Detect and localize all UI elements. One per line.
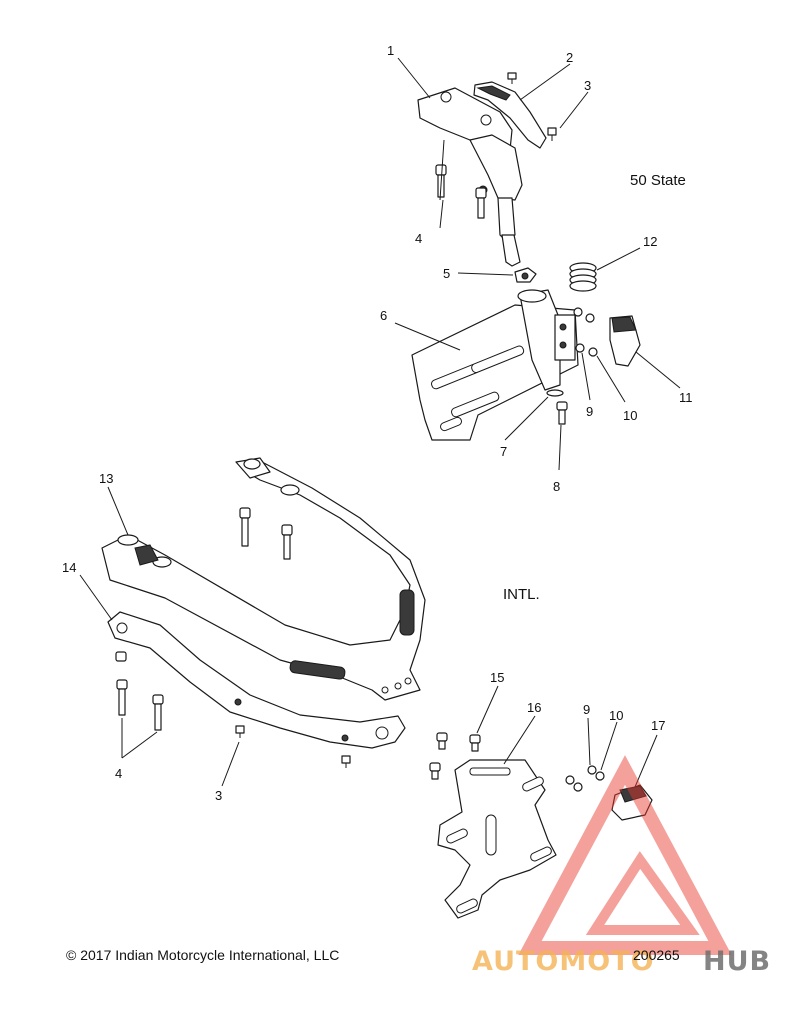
part-12-spring xyxy=(569,262,597,292)
callout-1: 1 xyxy=(387,43,394,58)
watermark-text-auto-moto: AUTOMOTO xyxy=(472,946,655,977)
callout-5: 5 xyxy=(443,266,450,281)
part-13-rear-frame xyxy=(101,457,426,701)
part-9-10-washers-lower xyxy=(565,765,605,792)
part-6-license-bracket xyxy=(411,289,579,441)
part-13-bolts xyxy=(239,507,293,560)
callout-17: 17 xyxy=(651,718,665,733)
part-5-nut xyxy=(514,267,537,283)
fifty-state-assembly xyxy=(411,72,641,441)
part-7-washer xyxy=(546,389,564,397)
callout-8: 8 xyxy=(553,479,560,494)
part-15-bolts xyxy=(429,732,481,780)
part-16-license-bracket-intl xyxy=(437,759,557,919)
part-14-lower-rail xyxy=(107,611,406,749)
callout-4: 4 xyxy=(415,231,422,246)
part-4-bolts xyxy=(435,164,487,219)
callout-2: 2 xyxy=(566,50,573,65)
watermark-logo: AUTOMOTO HUB xyxy=(472,755,771,977)
part-4-lower-bolts xyxy=(115,651,164,731)
callout-numbers: 1 2 3 4 5 6 7 8 9 10 11 12 13 14 4 3 15 … xyxy=(62,43,693,803)
callout-16: 16 xyxy=(527,700,541,715)
part-11-reflector xyxy=(609,315,641,367)
callout-9-lower: 9 xyxy=(583,702,590,717)
callout-7: 7 xyxy=(500,444,507,459)
callout-10: 10 xyxy=(623,408,637,423)
section-label-intl: INTL. xyxy=(503,586,540,603)
diagram-number: 200265 xyxy=(633,947,680,963)
part-2-bracket xyxy=(473,81,547,149)
callout-12: 12 xyxy=(643,234,657,249)
watermark-text-hub: HUB xyxy=(703,946,771,977)
callout-11: 11 xyxy=(679,390,693,405)
callout-10-lower: 10 xyxy=(609,708,623,723)
part-17-reflector xyxy=(611,784,653,821)
part-bolt-small xyxy=(507,72,517,84)
callout-13: 13 xyxy=(99,471,113,486)
section-label-50-state: 50 State xyxy=(630,172,686,189)
callout-3-lower: 3 xyxy=(215,788,222,803)
callout-3: 3 xyxy=(584,78,591,93)
part-3-lower-screws xyxy=(235,725,351,768)
part-8-bolt xyxy=(556,401,568,425)
part-9-10-washers-upper xyxy=(573,307,598,357)
part-3-screw xyxy=(547,127,557,141)
callout-6: 6 xyxy=(380,308,387,323)
part-1-mount-bracket xyxy=(417,87,523,267)
leader-lines xyxy=(79,57,681,788)
callout-4-lower: 4 xyxy=(115,766,122,781)
callout-9: 9 xyxy=(586,404,593,419)
callout-15: 15 xyxy=(490,670,504,685)
copyright-text: © 2017 Indian Motorcycle International, … xyxy=(66,947,339,963)
callout-14: 14 xyxy=(62,560,76,575)
intl-assembly xyxy=(101,457,653,919)
